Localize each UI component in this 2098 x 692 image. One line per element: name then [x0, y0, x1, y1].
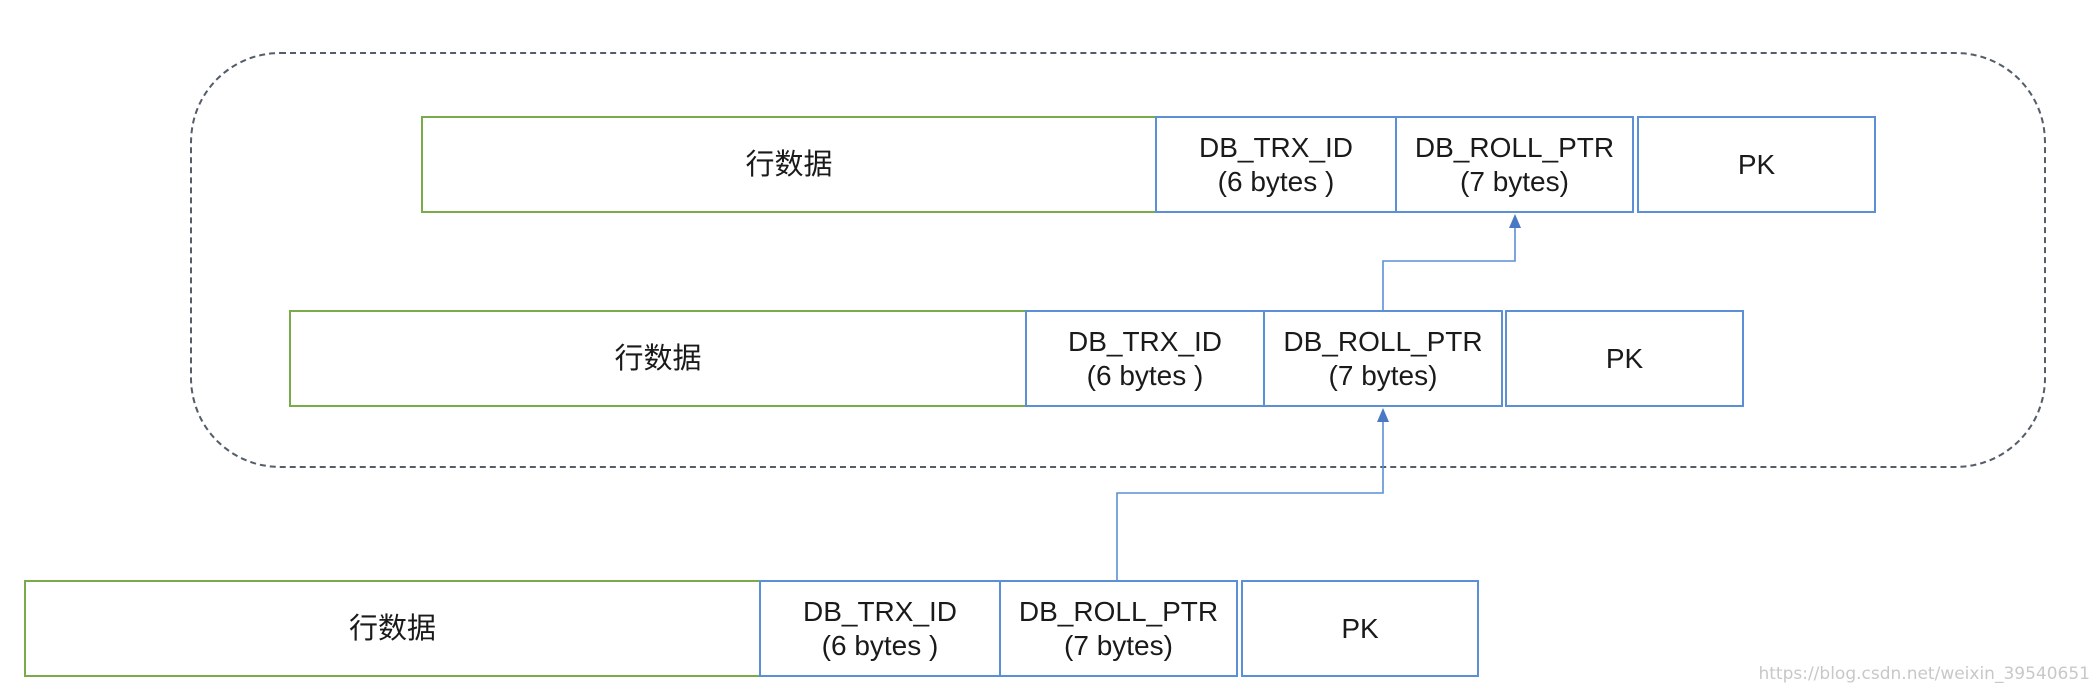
db-trx-id-label: DB_TRX_ID — [1198, 131, 1354, 163]
db-trx-id-label: DB_TRX_ID — [1067, 325, 1223, 357]
db-trx-id-size: (6 bytes ) — [821, 629, 939, 661]
pk-label: PK — [1341, 612, 1379, 644]
db-roll-ptr-size: (7 bytes) — [1460, 165, 1569, 197]
db-trx-id-size: (6 bytes ) — [1086, 359, 1204, 391]
row-data-label: 行数据 — [745, 148, 833, 181]
row-data-cell: 行数据 — [24, 580, 761, 677]
watermark-text: https://blog.csdn.net/weixin_39540651 — [1758, 664, 2090, 684]
db-roll-ptr-cell: DB_ROLL_PTR (7 bytes) — [1395, 116, 1634, 213]
db-roll-ptr-size: (7 bytes) — [1328, 359, 1438, 391]
db-roll-ptr-cell: DB_ROLL_PTR (7 bytes) — [1263, 310, 1503, 407]
db-trx-id-cell: DB_TRX_ID (6 bytes ) — [1155, 116, 1397, 213]
row-data-label: 行数据 — [614, 342, 702, 375]
record-row-middle: 行数据 DB_TRX_ID (6 bytes ) DB_ROLL_PTR (7 … — [289, 310, 1744, 407]
record-row-top: 行数据 DB_TRX_ID (6 bytes ) DB_ROLL_PTR (7 … — [421, 116, 1876, 213]
pk-cell: PK — [1505, 310, 1744, 407]
pk-cell: PK — [1637, 116, 1876, 213]
row-data-label: 行数据 — [348, 612, 436, 645]
pk-label: PK — [1737, 148, 1776, 180]
pk-label: PK — [1605, 342, 1644, 374]
db-trx-id-cell: DB_TRX_ID (6 bytes ) — [1025, 310, 1265, 407]
db-roll-ptr-label: DB_ROLL_PTR — [1018, 595, 1219, 627]
db-roll-ptr-label: DB_ROLL_PTR — [1283, 325, 1483, 357]
record-row-bottom: 行数据 DB_TRX_ID (6 bytes ) DB_ROLL_PTR (7 … — [24, 580, 1479, 677]
row-data-cell: 行数据 — [289, 310, 1027, 407]
db-roll-ptr-size: (7 bytes) — [1064, 629, 1173, 661]
db-trx-id-size: (6 bytes ) — [1217, 165, 1335, 197]
row-data-cell: 行数据 — [421, 116, 1157, 213]
pk-cell: PK — [1241, 580, 1479, 677]
db-roll-ptr-label: DB_ROLL_PTR — [1414, 131, 1615, 163]
db-trx-id-label: DB_TRX_ID — [802, 595, 958, 627]
db-roll-ptr-cell: DB_ROLL_PTR (7 bytes) — [999, 580, 1238, 677]
db-trx-id-cell: DB_TRX_ID (6 bytes ) — [759, 580, 1001, 677]
